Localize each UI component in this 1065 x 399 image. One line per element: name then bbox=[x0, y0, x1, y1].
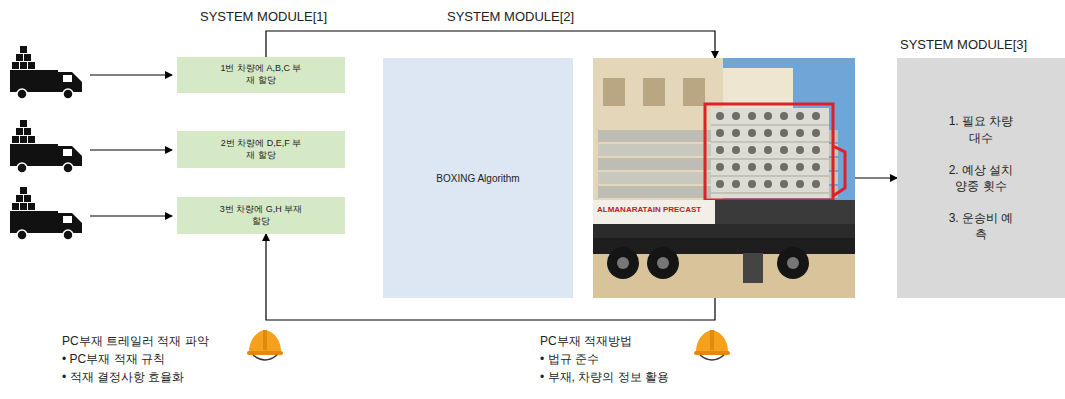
truck-arrow bbox=[90, 74, 172, 75]
module-heading: SYSTEM MODULE[1] bbox=[200, 9, 327, 24]
truck-icon bbox=[10, 120, 82, 173]
algorithm-box: BOXING Algorithm bbox=[383, 58, 573, 298]
photo-box: ALMANARATAIN PRECAST bbox=[593, 58, 855, 298]
truck-arrow bbox=[90, 215, 172, 216]
note-text: • 법규 준수 bbox=[540, 351, 599, 368]
helmet-icon bbox=[247, 330, 283, 360]
note-text: • 적재 결정사항 효율화 bbox=[62, 369, 184, 386]
node-text: 3. 운송비 예측 bbox=[944, 210, 1018, 242]
process-box: 3번 차량에 G,H 부재 할당 bbox=[177, 197, 345, 234]
helmet-icon bbox=[694, 330, 730, 360]
node-text: 2. 예상 설치 양중 횟수 bbox=[944, 162, 1018, 194]
process-box: 1번 차량에 A,B,C 부재 할당 bbox=[177, 57, 345, 93]
note-text: PC부재 적재방법 bbox=[540, 333, 632, 350]
note-text: • 부재, 차량의 정보 활용 bbox=[540, 369, 669, 386]
note-text: • PC부재 적재 규칙 bbox=[62, 351, 165, 368]
node-text: BOXING Algorithm bbox=[436, 173, 519, 184]
output-box: 1. 필요 차량 대수 2. 예상 설치 양중 횟수 3. 운송비 예측 bbox=[897, 58, 1065, 298]
note-text: PC부재 트레일러 적재 파악 bbox=[62, 333, 209, 350]
node-text: 1. 필요 차량 대수 bbox=[944, 113, 1018, 145]
module-heading: SYSTEM MODULE[3] bbox=[900, 37, 1027, 52]
flow-arrow bbox=[266, 31, 715, 58]
truck-icon bbox=[10, 46, 82, 99]
sign-text: ALMANARATAIN PRECAST bbox=[597, 205, 701, 214]
truck-arrow bbox=[90, 149, 172, 150]
module-heading: SYSTEM MODULE[2] bbox=[447, 9, 574, 24]
process-box: 2번 차량에 D,E,F 부재 할당 bbox=[177, 131, 345, 168]
truck-icon bbox=[10, 187, 82, 240]
trailer-photo bbox=[593, 58, 855, 298]
node-text: 1번 차량에 A,B,C 부재 할당 bbox=[219, 63, 303, 86]
flow-arrow bbox=[855, 177, 897, 178]
node-text: 2번 차량에 D,E,F 부재 할당 bbox=[219, 138, 303, 161]
node-text: 3번 차량에 G,H 부재 할당 bbox=[219, 204, 303, 227]
